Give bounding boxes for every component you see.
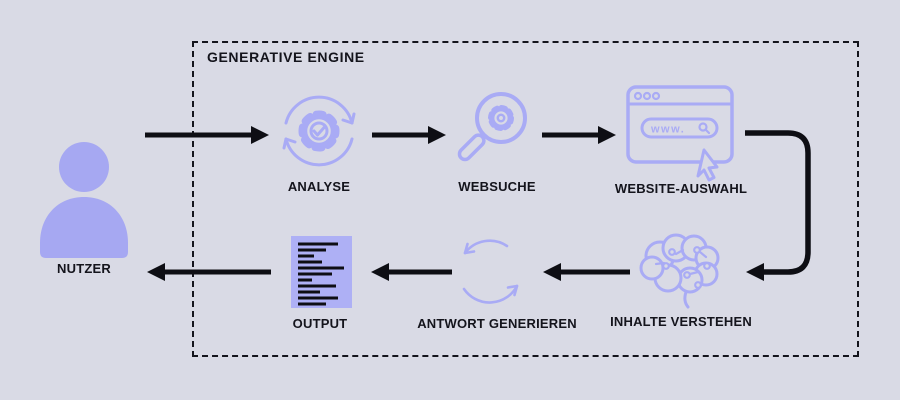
flow-arrows: [145, 126, 811, 281]
label-websuche: WEBSUCHE: [458, 179, 536, 194]
generative-engine-frame: [192, 41, 859, 357]
frame-title: GENERATIVE ENGINE: [207, 49, 365, 65]
arrow-antwort-to-output: [371, 263, 452, 281]
arrow-inhalte-to-antwort: [543, 263, 630, 281]
label-inhalte-verstehen: INHALTE VERSTEHEN: [610, 314, 752, 329]
person-icon: [40, 142, 128, 258]
sync-arrows-icon: [462, 239, 519, 304]
browser-url-text: www.: [650, 124, 685, 136]
arrow-website-to-inhalte: [745, 130, 811, 281]
label-antwort-generieren: ANTWORT GENERIEREN: [417, 316, 577, 331]
cursor-pointer-icon: [696, 148, 719, 182]
label-website-auswahl: WEBSITE-AUSWAHL: [614, 181, 748, 196]
browser-window-icon: www.: [626, 85, 734, 182]
arrow-analyse-to-websuche: [372, 126, 446, 144]
label-output: OUTPUT: [292, 316, 348, 331]
magnifier-gear-icon: [457, 92, 527, 162]
label-analyse: ANALYSE: [287, 179, 351, 194]
document-lines-icon: [291, 236, 352, 308]
brain-circuit-icon: [639, 233, 720, 309]
arrow-websuche-to-website: [542, 126, 616, 144]
arrow-output-to-nutzer: [147, 263, 271, 281]
label-nutzer: NUTZER: [57, 261, 111, 276]
gear-cycle-icon: [282, 95, 356, 167]
arrow-nutzer-to-analyse: [145, 126, 269, 144]
